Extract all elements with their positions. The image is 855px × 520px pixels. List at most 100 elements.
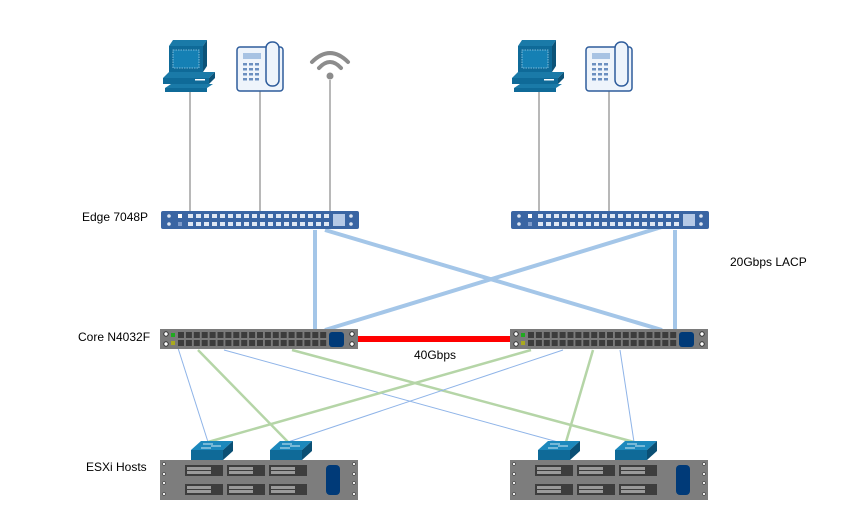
switch-port bbox=[220, 222, 225, 226]
switch-port bbox=[228, 222, 233, 226]
host-switch-icon bbox=[614, 440, 658, 461]
drive-bay-slot bbox=[271, 486, 295, 489]
switch-port bbox=[296, 332, 303, 338]
switch-port bbox=[583, 340, 590, 346]
switch-port bbox=[308, 222, 313, 226]
switch-port bbox=[551, 340, 558, 346]
switch-port bbox=[241, 332, 248, 338]
switch-ports bbox=[178, 332, 327, 346]
drive-bay-slot bbox=[271, 471, 295, 474]
switch-port bbox=[252, 214, 257, 218]
host-link bbox=[291, 348, 635, 444]
switch-port bbox=[241, 340, 248, 346]
host-link bbox=[197, 349, 289, 443]
esxi-host-left bbox=[159, 459, 359, 501]
switch-port bbox=[260, 222, 265, 226]
switch-port bbox=[610, 214, 615, 218]
switch-port bbox=[662, 340, 669, 346]
switch-port bbox=[300, 214, 305, 218]
drive-bay-slot bbox=[537, 467, 561, 470]
switch-port bbox=[249, 332, 256, 338]
switch-port bbox=[618, 222, 623, 226]
switch-port bbox=[185, 332, 192, 338]
switch-port bbox=[586, 214, 591, 218]
switch-port bbox=[316, 222, 321, 226]
switch-port bbox=[642, 222, 647, 226]
switch-port bbox=[538, 214, 543, 218]
switch-port bbox=[244, 214, 249, 218]
switch-port bbox=[304, 332, 311, 338]
drive-bay-slot bbox=[187, 490, 211, 493]
switch-port bbox=[272, 332, 279, 338]
switch-port bbox=[276, 214, 281, 218]
host-link bbox=[619, 349, 635, 443]
switch-port bbox=[674, 214, 679, 218]
switch-port bbox=[642, 214, 647, 218]
switch-port bbox=[209, 340, 216, 346]
switch-port bbox=[607, 340, 613, 346]
switch-port bbox=[654, 332, 661, 338]
switch-port bbox=[201, 340, 208, 346]
switch-port bbox=[188, 214, 193, 218]
switch-port bbox=[630, 340, 637, 346]
drive-bay-slot bbox=[229, 471, 253, 474]
drive-bay bbox=[535, 484, 573, 495]
switch-port bbox=[204, 222, 209, 226]
switch-port bbox=[257, 340, 263, 346]
switch-port bbox=[272, 340, 279, 346]
drive-bay-slot bbox=[621, 486, 645, 489]
switch-port bbox=[292, 214, 297, 218]
switch-port bbox=[217, 332, 224, 338]
drive-bay-slot bbox=[229, 490, 253, 493]
switch-port bbox=[201, 332, 208, 338]
switch-port bbox=[654, 340, 661, 346]
switch-port bbox=[583, 332, 590, 338]
switch-port bbox=[193, 340, 200, 346]
switch-port bbox=[185, 340, 192, 346]
switch-port bbox=[650, 214, 655, 218]
drive-bay bbox=[577, 484, 615, 495]
host-switch-icon bbox=[190, 440, 234, 461]
uplink-speed-label: 20Gbps LACP bbox=[730, 255, 807, 269]
switch-port bbox=[312, 340, 319, 346]
switch-port bbox=[602, 214, 607, 218]
switch-port bbox=[599, 332, 606, 338]
switch-port bbox=[634, 222, 639, 226]
switch-port bbox=[543, 340, 550, 346]
switch-port bbox=[559, 332, 566, 338]
switch-port bbox=[562, 214, 567, 218]
switch-port bbox=[324, 214, 329, 218]
switch-port bbox=[562, 222, 567, 226]
switch-port bbox=[670, 332, 677, 338]
switch-port bbox=[236, 214, 241, 218]
switch-port bbox=[288, 332, 295, 338]
switch-port bbox=[204, 214, 209, 218]
switch-port bbox=[602, 222, 607, 226]
drive-bay-slot bbox=[579, 486, 603, 489]
host-link bbox=[564, 349, 595, 443]
switch-port bbox=[535, 332, 542, 338]
drive-bay bbox=[185, 465, 223, 476]
switch-port bbox=[554, 214, 559, 218]
switch-port bbox=[646, 340, 653, 346]
switch-ports bbox=[528, 332, 677, 346]
switch-port bbox=[276, 222, 281, 226]
switch-port bbox=[575, 332, 582, 338]
switch-port bbox=[233, 340, 240, 346]
drive-bay-slot bbox=[537, 471, 561, 474]
drive-bay-slot bbox=[579, 467, 603, 470]
edge-switch-left bbox=[161, 211, 359, 229]
drive-bay-slot bbox=[187, 471, 211, 474]
switch-port bbox=[630, 332, 637, 338]
switch-port bbox=[554, 222, 559, 226]
switch-port bbox=[559, 340, 566, 346]
switch-port bbox=[622, 332, 629, 338]
switch-port bbox=[646, 332, 653, 338]
switch-port bbox=[196, 222, 201, 226]
core-switch-right bbox=[509, 328, 709, 350]
drive-bays bbox=[535, 465, 657, 495]
drive-bay bbox=[227, 465, 265, 476]
switch-port bbox=[212, 222, 217, 226]
left-phone-icon bbox=[236, 41, 284, 92]
